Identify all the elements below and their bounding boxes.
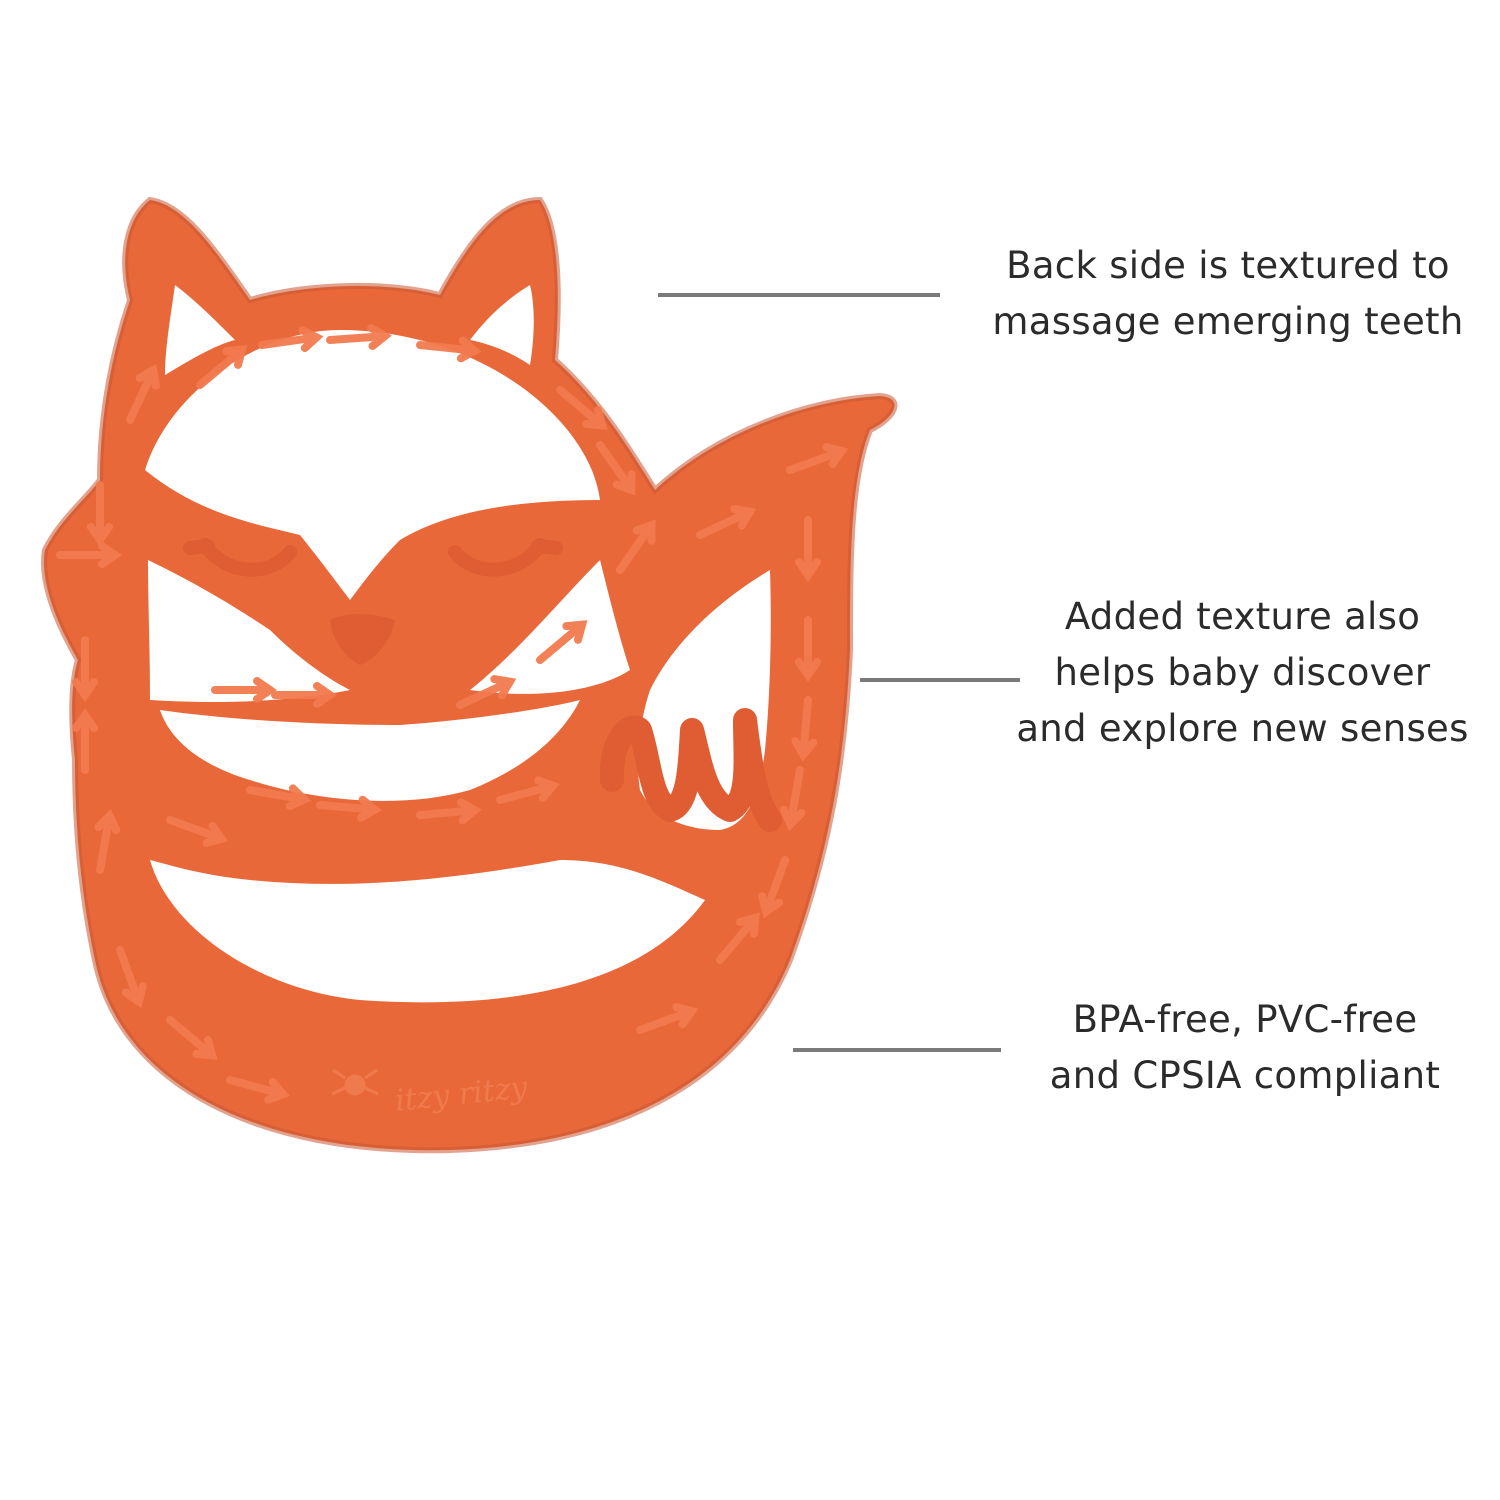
callout-text-textured-back: Back side is textured to massage emergin… [968, 238, 1488, 350]
callout-1-line-2: massage emerging teeth [992, 300, 1464, 343]
spider-icon [331, 1068, 379, 1096]
callout-2-line-1: Added texture also [1064, 595, 1421, 638]
fox-tail-tip [599, 708, 782, 832]
fox-nose [330, 614, 395, 665]
callout-line-2 [860, 678, 1020, 682]
callout-2-line-2: helps baby discover [1054, 651, 1431, 694]
callout-text-safety: BPA-free, PVC-free and CPSIA compliant [1010, 992, 1480, 1104]
callout-2-line-3: and explore new senses [1016, 707, 1469, 750]
teether-body [44, 200, 895, 1151]
callout-1-line-1: Back side is textured to [1006, 244, 1450, 287]
callout-3-line-1: BPA-free, PVC-free [1072, 998, 1418, 1041]
callout-line-3 [793, 1048, 1001, 1052]
fox-eyes [183, 538, 563, 577]
callout-text-added-texture: Added texture also helps baby discover a… [990, 589, 1495, 757]
teether-edge-shading [41, 196, 898, 1154]
callout-line-1 [658, 293, 940, 297]
arrow-texture [56, 324, 849, 1104]
callout-3-line-2: and CPSIA compliant [1049, 1054, 1441, 1097]
